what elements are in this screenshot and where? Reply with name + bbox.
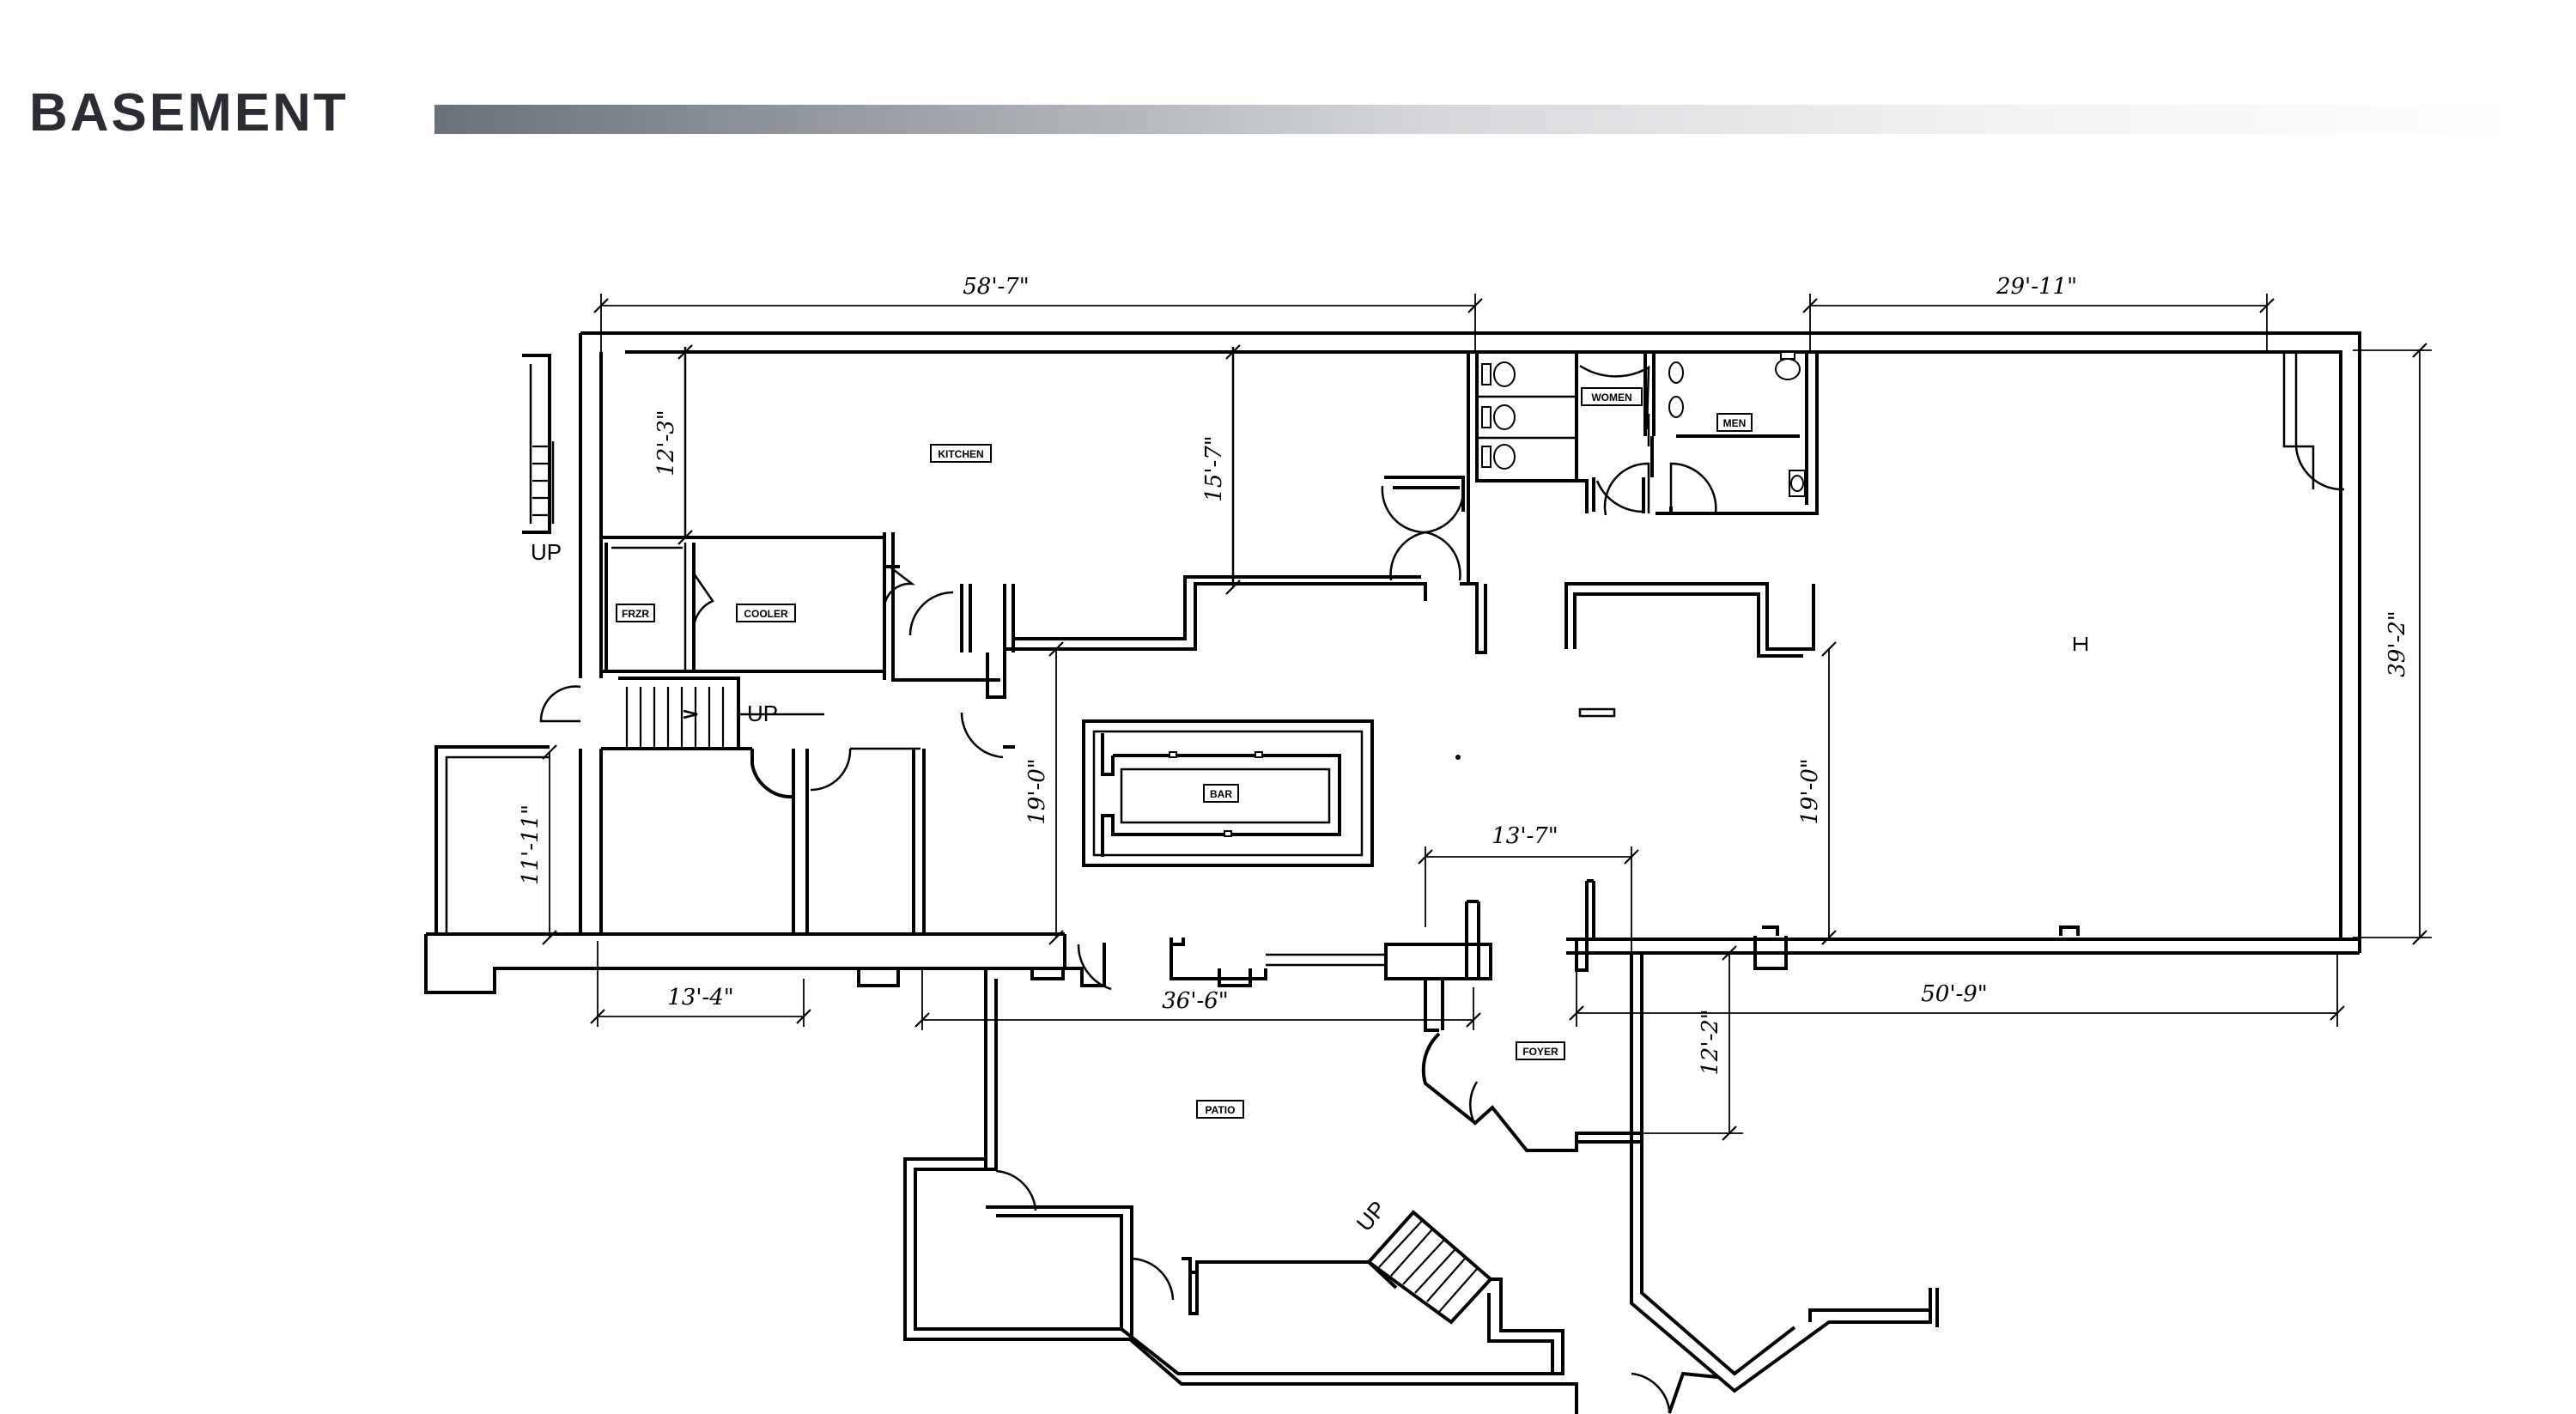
kitchen-walls — [601, 347, 1427, 699]
center-stair — [539, 677, 824, 750]
stair-labels: UP UP UP — [531, 539, 1391, 1236]
south-facade — [1063, 879, 2080, 1152]
dim-west-room-depth: 11'-11" — [518, 804, 544, 885]
room-cooler: COOLER — [744, 608, 788, 620]
dim-foyer-width: 13'-7" — [1492, 823, 1558, 849]
restrooms — [1467, 351, 1819, 584]
room-patio: PATIO — [1206, 1104, 1236, 1116]
dim-kitchen-depth-left: 12'-3" — [653, 410, 679, 476]
dim-west-room-width: 13'-4" — [667, 985, 734, 1010]
bar-counter — [1082, 719, 1374, 867]
dim-east-frontage: 50'-9" — [1921, 981, 1988, 1007]
stair-up-label: UP — [1352, 1196, 1391, 1236]
room-men: MEN — [1723, 417, 1747, 429]
title-gradient-bar — [434, 105, 2512, 134]
dimension-lines — [542, 294, 2432, 1141]
dim-east-depth: 39'-2" — [2385, 610, 2410, 677]
stair-up-label: UP — [747, 701, 778, 726]
stair-up-label: UP — [531, 539, 562, 565]
corridor-doors — [1381, 476, 1487, 654]
room-foyer: FOYER — [1522, 1046, 1558, 1058]
room-labels: KITCHEN WOMEN MEN FRZR COOLER BAR PATIO … — [616, 387, 1753, 1119]
page-title: BASEMENT — [29, 83, 349, 143]
west-stair — [522, 354, 555, 534]
dim-men-width: 29'-11" — [1996, 274, 2077, 300]
dimension-labels: 58'-7" 29'-11" 39'-2" 12'-3" 15'-7" 19'-… — [518, 274, 2410, 1076]
dim-foyer-depth: 12'-2" — [1698, 1009, 1723, 1076]
dim-kitchen-depth-mid: 15'-7" — [1201, 435, 1227, 502]
dim-kitchen-width: 58'-7" — [963, 274, 1030, 300]
patio-walls — [903, 953, 1939, 1414]
lower-rooms — [750, 712, 1065, 987]
dim-east-room-depth: 19'-0" — [1797, 758, 1823, 825]
dim-bar-depth: 19'-0" — [1024, 758, 1050, 825]
corridor-walls — [1455, 352, 2345, 760]
room-women: WOMEN — [1591, 391, 1631, 404]
room-bar: BAR — [1210, 788, 1232, 800]
room-freezer: FRZR — [622, 608, 649, 620]
outer-walls — [424, 331, 2361, 994]
room-kitchen: KITCHEN — [938, 448, 983, 460]
dim-bar-frontage: 36'-6" — [1162, 988, 1229, 1014]
